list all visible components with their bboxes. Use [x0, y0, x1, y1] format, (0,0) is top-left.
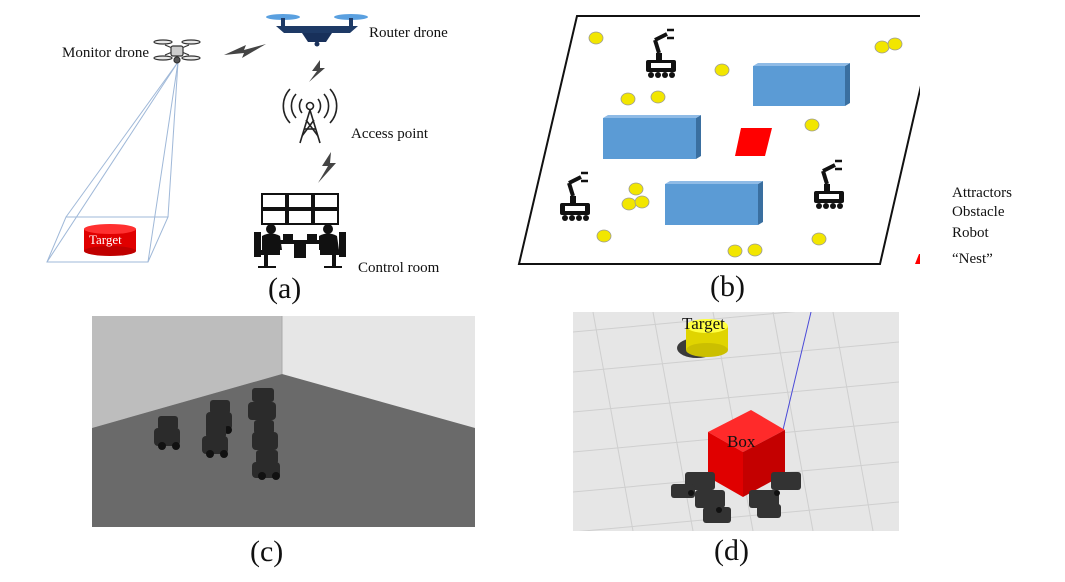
caption-d: (d): [714, 534, 749, 567]
target-cylinder-3d: [677, 319, 728, 358]
legend-nest-label: “Nest”: [952, 251, 993, 267]
obstacles: [603, 63, 850, 225]
caption-b: (b): [710, 270, 745, 303]
caption-a: (a): [268, 272, 302, 305]
nest-zone: [735, 128, 772, 156]
box-3d: [708, 410, 785, 497]
control-room-icon: [254, 193, 346, 268]
caption-c: (c): [250, 535, 284, 568]
legend-nest-icon: [915, 254, 920, 264]
room-render: [92, 316, 475, 527]
monitor-drone-label: Monitor drone: [62, 45, 150, 61]
access-point-label: Access point: [351, 126, 429, 142]
grid-render: [573, 312, 899, 531]
panel-c-simulation: [92, 316, 475, 527]
panel-d-simulation: [573, 312, 899, 531]
legend-obstacle-label: Obstacle: [952, 204, 1005, 220]
panel-a-diagram: [46, 14, 368, 268]
target-3d-label: Target: [682, 314, 725, 333]
access-point-icon: [282, 88, 338, 144]
arena-floor: [517, 15, 920, 265]
attractors: [588, 31, 903, 258]
robot-swarm: [671, 472, 801, 523]
camera-frustum: [46, 61, 179, 263]
monitor-drone-icon: [153, 39, 201, 64]
router-drone-label: Router drone: [369, 25, 448, 41]
legend-attractors-label: Attractors: [952, 185, 1012, 201]
control-room-label: Control room: [358, 260, 440, 276]
lightning-bolt-icons: [224, 44, 336, 183]
panel-b-arena: [517, 15, 920, 265]
target-label: Target: [89, 232, 122, 247]
legend-robot-label: Robot: [952, 225, 989, 241]
robot-models: [154, 388, 280, 480]
router-drone-icon: [266, 14, 368, 47]
target-cylinder: [84, 224, 136, 256]
box-label: Box: [727, 432, 756, 451]
